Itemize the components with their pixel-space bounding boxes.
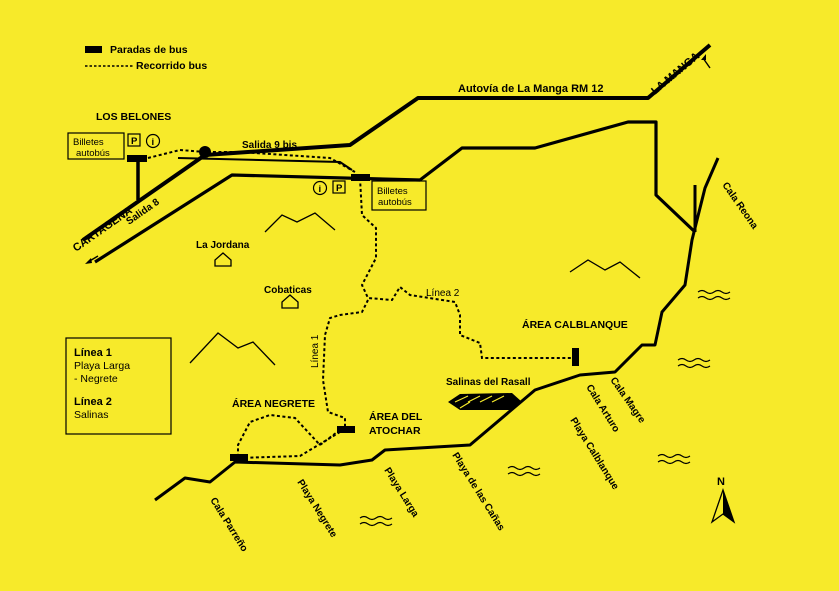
legend-bus-stops-label: Paradas de bus bbox=[110, 44, 188, 56]
legend-bus-stop-symbol bbox=[85, 46, 102, 53]
house-icon bbox=[214, 252, 232, 267]
place-los-belones: LOS BELONES bbox=[96, 111, 171, 123]
beach-playa-larga: Playa Larga bbox=[381, 466, 420, 520]
info-icon: i bbox=[312, 180, 328, 196]
beach-playa-negrete: Playa Negrete bbox=[294, 478, 339, 540]
coastline bbox=[154, 157, 720, 502]
road-coastal bbox=[94, 120, 697, 264]
place-salinas-rasall: Salinas del Rasall bbox=[446, 377, 531, 388]
route-label-linea-2: Línea 2 bbox=[426, 288, 460, 299]
place-cobaticas: Cobaticas bbox=[264, 285, 312, 296]
waves-icon bbox=[507, 465, 541, 477]
beach-playa-canas: Playa de las Cañas bbox=[449, 451, 506, 534]
road-label-la-manga: LA MANGA bbox=[649, 50, 702, 97]
svg-text:P: P bbox=[131, 136, 138, 147]
house-icon bbox=[281, 294, 299, 309]
svg-text:P: P bbox=[336, 183, 343, 194]
place-area-atochar: ATOCHAR bbox=[369, 425, 421, 437]
bus-stop bbox=[351, 174, 370, 181]
road-autovia bbox=[81, 43, 712, 242]
info-icon: i bbox=[145, 133, 161, 149]
bus-route bbox=[147, 148, 575, 460]
waves-icon bbox=[657, 453, 691, 465]
svg-text:N: N bbox=[717, 476, 725, 488]
waves-icon bbox=[677, 357, 711, 369]
ticket-label: autobús bbox=[378, 197, 412, 208]
road-label-cartagena: CARTAGENA bbox=[71, 205, 135, 255]
route-label-linea-1: Línea 1 bbox=[310, 334, 321, 368]
beach-cala-parreno: Cala Parreño bbox=[207, 496, 249, 554]
road-label-salida-9bis: Salida 9 bis bbox=[242, 140, 297, 151]
bus-stop bbox=[572, 348, 579, 366]
road-salida-9bis bbox=[177, 157, 353, 171]
bus-stop bbox=[230, 454, 248, 461]
mountain-icon bbox=[569, 259, 641, 279]
place-area-negrete: ÁREA NEGRETE bbox=[232, 397, 315, 410]
mountain-icon bbox=[264, 212, 336, 233]
svg-text:i: i bbox=[152, 137, 155, 148]
line-info-box bbox=[65, 337, 172, 435]
ticket-label: Billetes bbox=[377, 186, 408, 197]
arrow-icon bbox=[701, 54, 711, 69]
waves-icon bbox=[697, 289, 731, 301]
legend-bus-route-label: Recorrido bus bbox=[136, 60, 207, 72]
line-1-text: - Negrete bbox=[74, 373, 118, 385]
line-2-title: Línea 2 bbox=[74, 396, 112, 408]
legend: Paradas de bus Recorrido bus bbox=[85, 44, 207, 72]
north-arrow-icon: N bbox=[710, 476, 736, 524]
parking-icon: P bbox=[127, 133, 141, 147]
salinas-icon bbox=[448, 393, 522, 410]
svg-text:i: i bbox=[319, 184, 322, 195]
waves-icon bbox=[359, 515, 393, 527]
junction-dot bbox=[199, 146, 211, 158]
place-la-jordana: La Jordana bbox=[196, 240, 250, 251]
road-label-autovia: Autovía de La Manga RM 12 bbox=[458, 83, 603, 95]
line-2-text: Salinas bbox=[74, 409, 108, 421]
line-1-text: Playa Larga bbox=[74, 360, 130, 372]
ticket-label: autobús bbox=[76, 148, 110, 159]
bus-stop bbox=[127, 155, 147, 162]
place-area-atochar: ÁREA DEL bbox=[369, 410, 423, 423]
arrow-icon bbox=[85, 255, 99, 264]
beach-cala-reona: Cala Reona bbox=[720, 180, 761, 231]
mountain-icon bbox=[189, 332, 276, 366]
ticket-box-right bbox=[371, 180, 427, 211]
line-1-title: Línea 1 bbox=[74, 347, 112, 359]
ticket-box-left bbox=[67, 132, 125, 160]
ticket-label: Billetes bbox=[73, 137, 104, 148]
place-area-calblanque: ÁREA CALBLANQUE bbox=[522, 318, 628, 331]
bus-stop bbox=[337, 426, 355, 433]
parking-icon: P bbox=[332, 180, 346, 194]
